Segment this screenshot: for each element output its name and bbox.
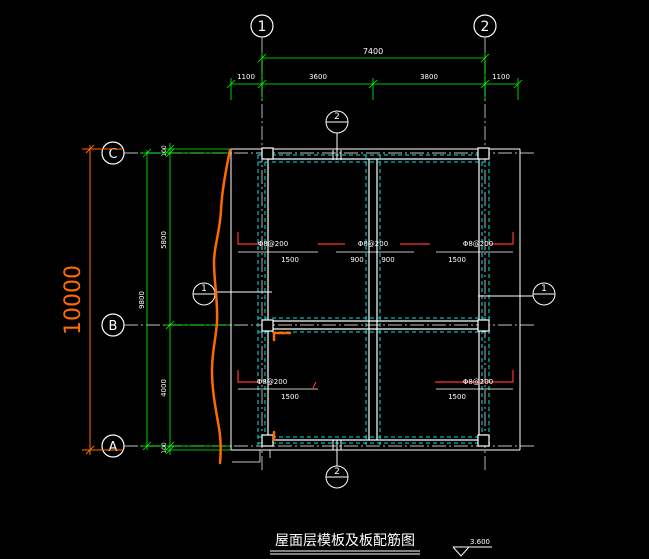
grid-label-1: 1 [258, 19, 267, 35]
beams-hidden [257, 154, 490, 445]
grid-bubble-b: B [101, 313, 125, 337]
grid-lines [124, 38, 535, 470]
dim-left-seg-4: 100 [161, 442, 168, 454]
grid-label-a: A [109, 440, 118, 455]
svg-text:2: 2 [334, 467, 340, 477]
dim-left-seg-1: 100 [161, 145, 168, 157]
rebar-label-upper-right: Φ8@200 [463, 240, 493, 248]
drawing-title-block: 屋面层模板及板配筋图 3.600 [270, 532, 492, 557]
rebar-lines [237, 232, 514, 389]
rebar-dim-upper-mid-left: 900 [350, 256, 363, 264]
rebar-label-lower-right: Φ8@200 [463, 378, 493, 386]
beams-solid [267, 158, 480, 441]
level-mark: 3.600 [470, 538, 490, 546]
markup-break-line [210, 148, 292, 465]
rebar-dim-upper-mid-right: 900 [381, 256, 394, 264]
grid-bubble-a: A [101, 434, 125, 458]
section-marker-right: 1 [478, 282, 556, 306]
rebar-label-upper-mid: Φ8@200 [358, 240, 388, 248]
grid-label-c: C [108, 147, 117, 162]
rebar-dim-upper-left: 1500 [281, 256, 299, 264]
grid-bubble-1: 1 [250, 14, 274, 38]
slab-edge [230, 148, 521, 451]
dim-top-seg-2: 3600 [309, 73, 327, 81]
rebar-dim-lines [238, 251, 513, 390]
rebar-dim-lower-right: 1500 [448, 393, 466, 401]
grid-bubble-c: C [101, 141, 125, 165]
dim-top-seg-1: 1100 [237, 73, 255, 81]
rebar-dim-lower-left: 1500 [281, 393, 299, 401]
section-marker-top: 2 [325, 110, 349, 160]
svg-text:2: 2 [334, 112, 340, 122]
grid-bubble-2: 2 [473, 14, 497, 38]
dim-left-inner-total: 9800 [138, 291, 146, 309]
rebar-label-upper-left: Φ8@200 [258, 240, 288, 248]
top-dimensions [226, 52, 523, 100]
dim-top-overall: 7400 [363, 47, 383, 56]
drawing-title: 屋面层模板及板配筋图 [275, 532, 415, 549]
dim-left-seg-3: 4000 [160, 379, 168, 397]
section-marker-bottom: 2 [325, 440, 349, 489]
dim-left-overall: 10000 [61, 265, 86, 335]
dim-top-seg-4: 1100 [492, 73, 510, 81]
dim-top-seg-3: 3800 [420, 73, 438, 81]
columns [261, 147, 490, 447]
svg-text:1: 1 [541, 284, 547, 294]
rebar-label-lower-left: Φ8@200 [257, 378, 287, 386]
grid-label-2: 2 [481, 19, 490, 35]
left-inner-dimensions [140, 143, 232, 455]
rebar-dim-upper-right: 1500 [448, 256, 466, 264]
svg-text:1: 1 [201, 284, 207, 294]
dim-left-seg-2: 5800 [160, 231, 168, 249]
section-marker-left: 1 [192, 282, 272, 306]
grid-label-b: B [109, 319, 118, 334]
small-marker [232, 450, 271, 463]
left-overall-dimension [82, 144, 124, 455]
